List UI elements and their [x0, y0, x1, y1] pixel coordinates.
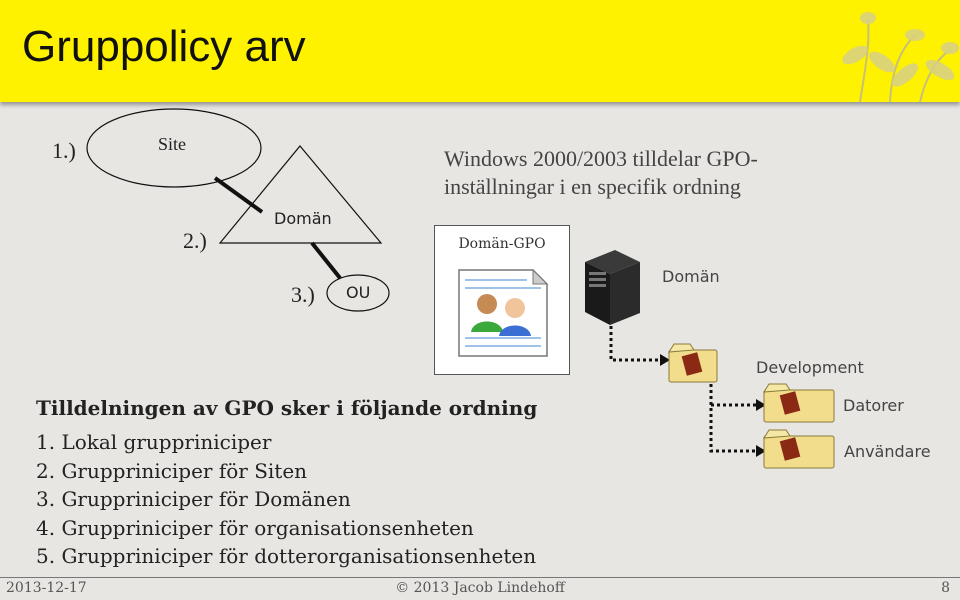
ou-ellipse — [326, 274, 390, 312]
order-item: 2. Gruppriniciper för Siten — [36, 458, 308, 483]
description-line1: Windows 2000/2003 tilldelar GPO- — [444, 146, 758, 171]
step3-label: 3.) — [291, 282, 315, 307]
step1-label: 1.) — [52, 138, 76, 163]
step2-label: 2.) — [183, 228, 207, 253]
footer: 2013-12-17 © 2013 Jacob Lindehoff 8 — [0, 577, 960, 600]
domain-gpo-box: Domän-GPO — [434, 225, 570, 375]
order-item: 4. Gruppriniciper för organisationsenhet… — [36, 515, 474, 540]
datorer-folder-icon — [763, 383, 835, 423]
footer-copyright: © 2013 Jacob Lindehoff — [395, 580, 565, 596]
development-folder-icon — [668, 343, 718, 383]
title-bar: Gruppolicy arv — [0, 0, 960, 102]
order-list: 1. Lokal gruppriniciper 2. Grupprinicipe… — [36, 428, 536, 571]
site-ellipse — [86, 108, 262, 188]
domain-ou-connector — [310, 241, 342, 280]
development-label: Development — [756, 358, 864, 377]
domain-triangle — [218, 145, 383, 244]
ou-label: OU — [346, 283, 371, 302]
server-icon — [585, 250, 640, 325]
server-domain-label: Domän — [662, 267, 720, 286]
order-heading: Tilldelningen av GPO sker i följande ord… — [36, 396, 538, 420]
site-domain-connector — [213, 176, 264, 214]
page-number: 8 — [941, 580, 950, 596]
slide-title: Gruppolicy arv — [22, 22, 306, 71]
domain-gpo-label: Domän-GPO — [458, 236, 546, 252]
order-item: 5. Gruppriniciper för dotterorganisation… — [36, 544, 537, 569]
anvandare-folder-icon — [763, 429, 835, 469]
anvandare-label: Användare — [844, 442, 931, 461]
footer-date: 2013-12-17 — [6, 580, 87, 596]
order-item: 1. Lokal gruppriniciper — [36, 430, 272, 454]
site-label: Site — [158, 134, 187, 154]
plant-decoration-icon — [842, 12, 959, 102]
description-line2: inställningar i en specifik ordning — [444, 174, 741, 199]
gpo-document-icon — [458, 268, 549, 357]
datorer-label: Datorer — [843, 396, 904, 415]
domain-label: Domän — [274, 209, 332, 228]
order-item: 3. Gruppriniciper för Domänen — [36, 487, 351, 512]
